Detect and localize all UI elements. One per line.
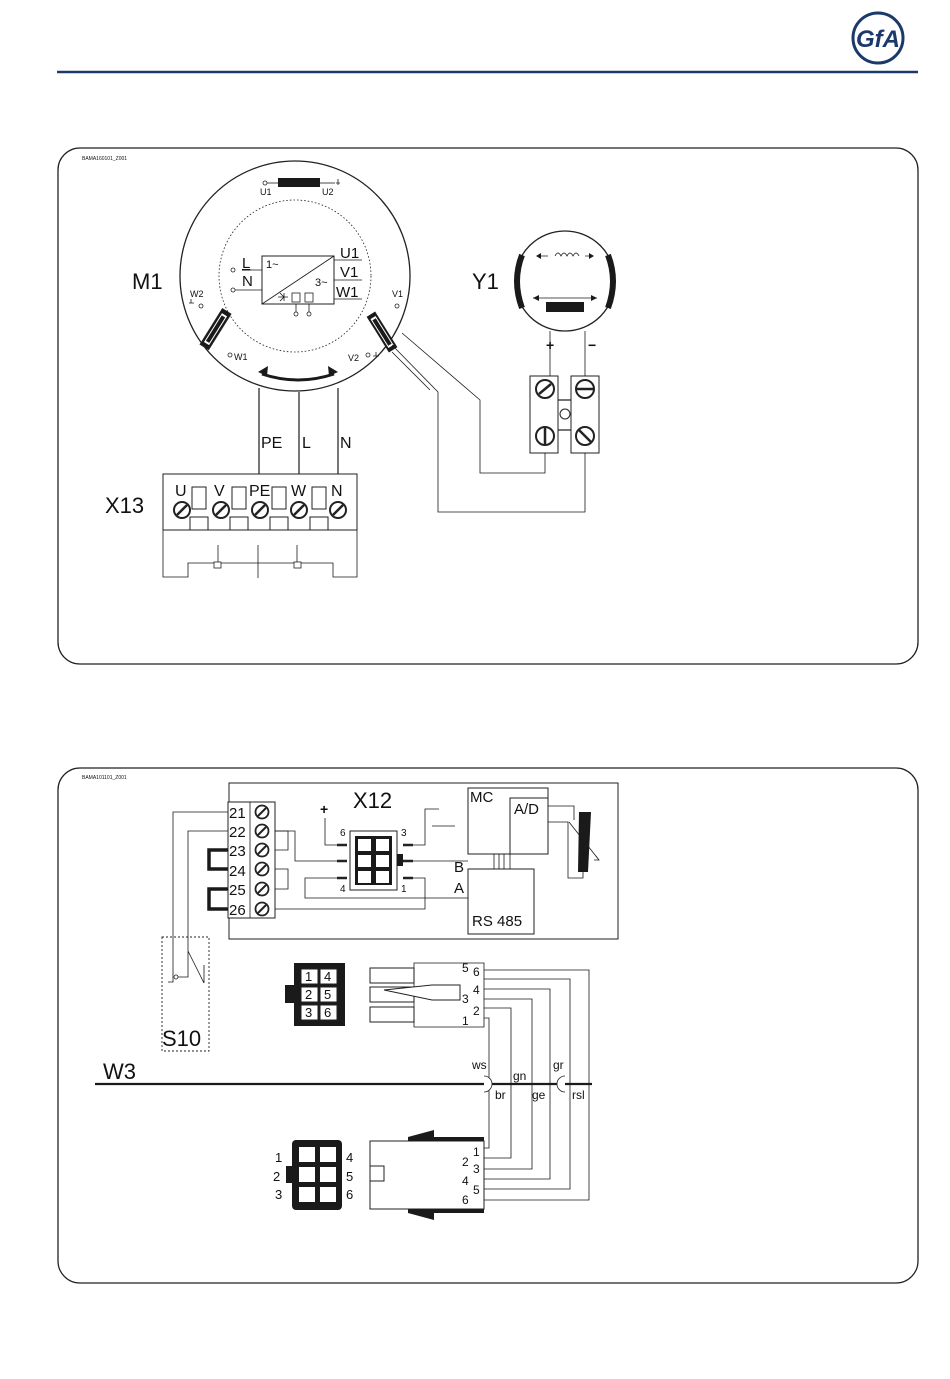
switch-s10 (162, 812, 228, 1051)
svg-text:23: 23 (229, 843, 246, 860)
wire-ws: ws (471, 1058, 487, 1072)
svg-text:5: 5 (324, 987, 331, 1002)
svg-text:1: 1 (305, 969, 312, 984)
svg-text:U: U (175, 483, 187, 500)
mc-block: MC A/D RS 485 (468, 788, 599, 934)
wire-gn: gn (513, 1069, 526, 1083)
svg-text:4: 4 (324, 969, 331, 984)
panel-motor-wiring (58, 148, 918, 664)
brake-label: Y1 (472, 269, 499, 294)
svg-text:4: 4 (462, 1174, 469, 1188)
cable-label: W3 (103, 1059, 136, 1084)
plug-upper-side: 5 6 3 4 1 2 (370, 961, 484, 1028)
drawing-code: BAMA160101_Z001 (82, 156, 127, 162)
svg-text:6: 6 (473, 965, 480, 979)
svg-text:1: 1 (401, 884, 407, 895)
wire-pe-label: PE (261, 435, 282, 452)
svg-text:RS 485: RS 485 (472, 913, 522, 930)
terminal-x13-label: X13 (105, 493, 144, 518)
switch-label: S10 (162, 1026, 201, 1051)
svg-text:V1: V1 (392, 289, 403, 299)
svg-text:4: 4 (346, 1150, 353, 1165)
wire-gr: gr (553, 1058, 564, 1072)
svg-text:1: 1 (462, 1014, 469, 1028)
svg-text:1: 1 (275, 1150, 282, 1165)
svg-text:B: B (454, 859, 464, 876)
wire-ge: ge (532, 1088, 546, 1102)
svg-text:6: 6 (324, 1005, 331, 1020)
svg-text:2: 2 (462, 1155, 469, 1169)
svg-text:26: 26 (229, 902, 246, 919)
connector-x12 (337, 831, 413, 890)
svg-text:N: N (331, 483, 343, 500)
svg-text:V2: V2 (348, 353, 359, 363)
svg-text:2: 2 (273, 1169, 280, 1184)
brake-y1: + − (515, 231, 615, 376)
svg-text:N: N (242, 273, 253, 290)
svg-text:V1: V1 (340, 264, 358, 281)
svg-text:2: 2 (473, 1004, 480, 1018)
svg-text:PE: PE (249, 483, 270, 500)
wire-l-label: L (302, 435, 311, 452)
wire-rsl: rsl (572, 1088, 585, 1102)
svg-text:+: + (546, 337, 554, 353)
svg-text:−: − (588, 337, 596, 353)
svg-text:U1: U1 (260, 187, 272, 197)
svg-text:3: 3 (462, 992, 469, 1006)
wire-br: br (495, 1088, 506, 1102)
motor-label: M1 (132, 269, 163, 294)
svg-text:3: 3 (401, 828, 407, 839)
svg-text:1~: 1~ (266, 259, 279, 271)
wire-n-label: N (340, 435, 352, 452)
svg-text:V: V (214, 483, 225, 500)
svg-text:4: 4 (473, 983, 480, 997)
plug-lower-side: 1 2 3 4 5 6 (370, 1130, 484, 1220)
svg-text:A: A (454, 880, 464, 897)
drawing-code-2: BAMA101101_Z001 (82, 775, 127, 781)
svg-text:L: L (242, 255, 250, 272)
svg-text:W2: W2 (190, 289, 204, 299)
svg-text:24: 24 (229, 863, 246, 880)
svg-text:+: + (320, 801, 328, 817)
svg-text:4: 4 (340, 884, 346, 895)
svg-text:6: 6 (346, 1187, 353, 1202)
svg-text:2: 2 (305, 987, 312, 1002)
terminal-x13: U V PE W N (163, 474, 357, 578)
svg-text:U1: U1 (340, 245, 359, 262)
svg-text:5: 5 (346, 1169, 353, 1184)
svg-text:W1: W1 (336, 284, 359, 301)
svg-text:3~: 3~ (315, 277, 328, 289)
svg-text:5: 5 (473, 1183, 480, 1197)
motor-m1: U1 U2 W2 W1 V1 V2 1~ 3~ (180, 161, 410, 391)
svg-text:1: 1 (473, 1145, 480, 1159)
svg-text:W: W (291, 483, 307, 500)
svg-text:3: 3 (275, 1187, 282, 1202)
svg-text:25: 25 (229, 882, 246, 899)
svg-text:6: 6 (340, 828, 346, 839)
svg-text:5: 5 (462, 961, 469, 975)
svg-text:W1: W1 (234, 352, 248, 362)
brake-terminals (530, 376, 599, 453)
svg-text:22: 22 (229, 824, 246, 841)
svg-text:6: 6 (462, 1193, 469, 1207)
gfa-logo: GfA (853, 13, 903, 63)
svg-text:3: 3 (473, 1162, 480, 1176)
plug-lower: 1 2 3 4 5 6 (273, 1140, 353, 1210)
terminal-21-26: 21 22 23 24 25 26 (209, 802, 288, 919)
svg-text:21: 21 (229, 805, 246, 822)
svg-text:A/D: A/D (514, 801, 539, 818)
connector-x12-label: X12 (353, 788, 392, 813)
plug-upper: 1 4 2 5 3 6 (285, 963, 345, 1026)
svg-text:U2: U2 (322, 187, 334, 197)
logo-text: GfA (856, 26, 900, 53)
svg-text:3: 3 (305, 1005, 312, 1020)
svg-text:MC: MC (470, 789, 493, 806)
